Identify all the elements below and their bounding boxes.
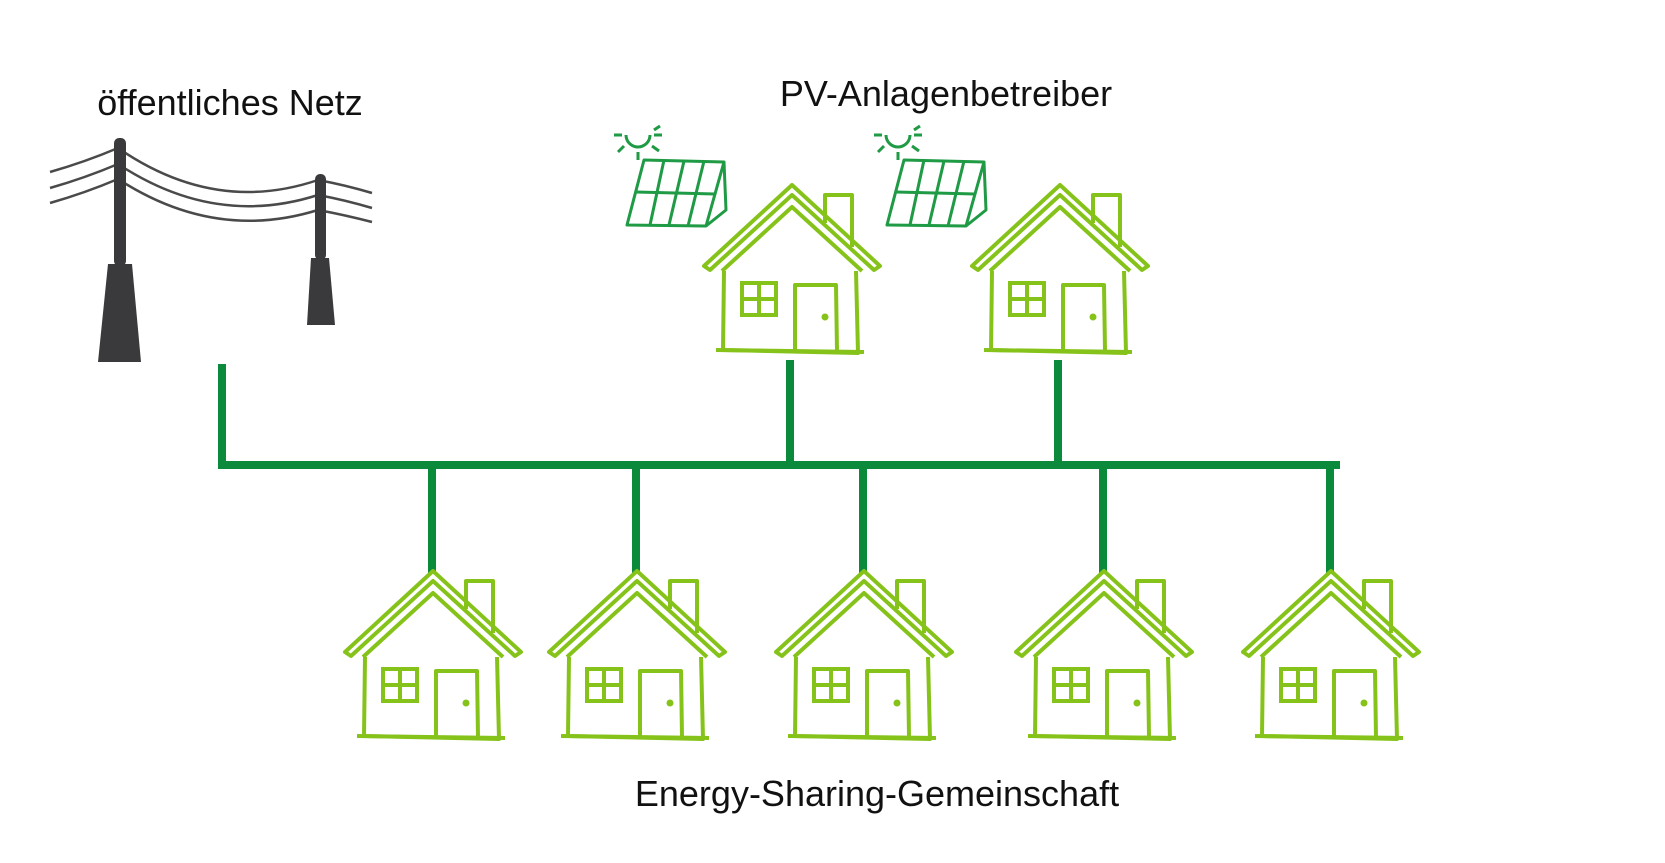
community-group (343, 569, 1421, 741)
pv-operators-label: PV-Anlagenbetreiber (780, 73, 1112, 114)
house-icon (702, 183, 882, 355)
pv-operator-group (612, 124, 1150, 355)
power-line-icon (49, 138, 373, 362)
house-icon (774, 569, 954, 741)
house-icon (343, 569, 523, 741)
house-icon (1241, 569, 1421, 741)
house-icon (970, 183, 1150, 355)
solar-panel-2 (872, 124, 988, 228)
house-icon (1014, 569, 1194, 741)
solar-panel-1 (612, 124, 728, 228)
public-grid-label: öffentliches Netz (97, 82, 362, 123)
community-label: Energy-Sharing-Gemeinschaft (635, 773, 1119, 814)
network-lines (218, 360, 1340, 573)
house-icon (547, 569, 727, 741)
